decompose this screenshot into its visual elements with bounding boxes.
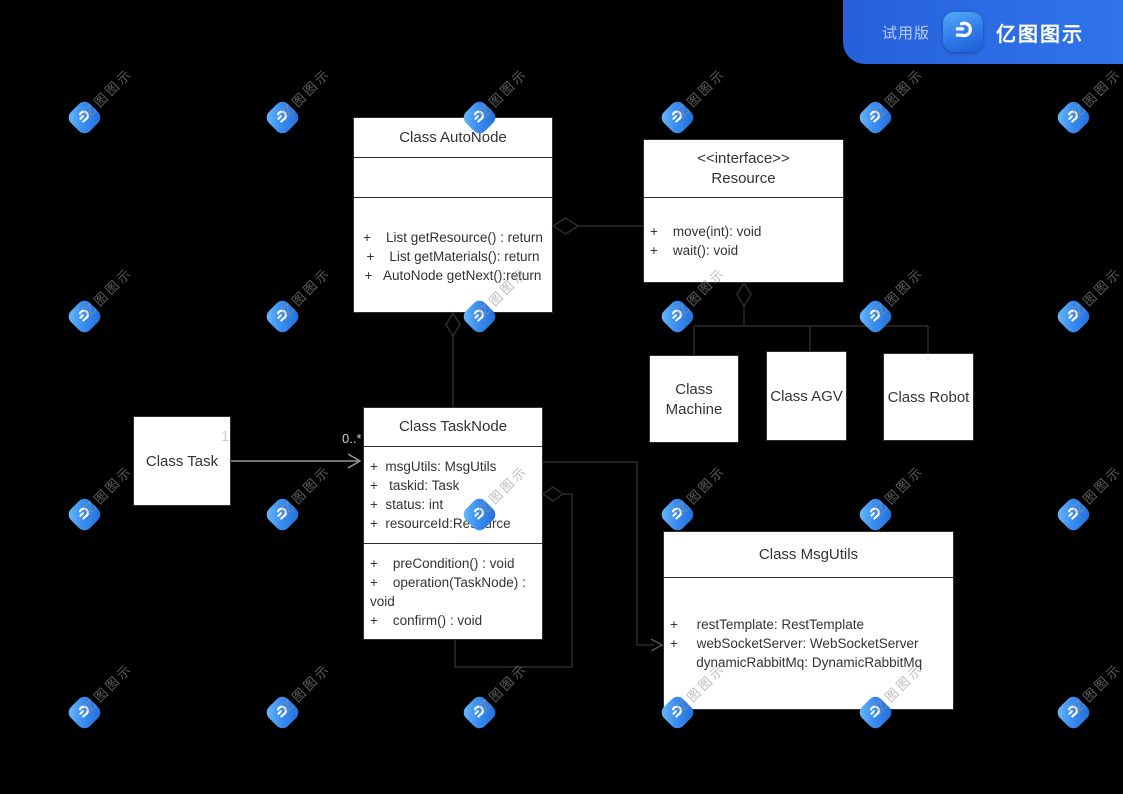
class-name-text: Resource (711, 169, 776, 187)
class-title-compartment: <<interface>> Resource (644, 140, 843, 198)
arrow-into-tasknode[interactable] (347, 453, 362, 469)
class-box-task[interactable]: Class Task (133, 416, 231, 506)
class-name-text: Class (675, 381, 713, 398)
aggregation-diamond-at-autonode-right[interactable] (551, 217, 580, 235)
class-box-agv[interactable]: Class AGV (766, 351, 847, 441)
member-line: + move(int): void (650, 224, 762, 239)
class-name-text: <<interface>> (697, 149, 790, 167)
class-member-compartment: + msgUtils: MsgUtils + taskid: Task + stat… (364, 447, 542, 544)
class-title-compartment: Class Robot (884, 354, 973, 442)
class-box-autonode[interactable]: Class AutoNode+ List getResource() : ret… (353, 117, 553, 313)
class-title-compartment: Class Task (134, 417, 230, 507)
class-member-compartment: + List getResource() : return + List getM… (354, 198, 552, 314)
class-member-compartment: + move(int): void + wait(): void (644, 198, 843, 284)
member-line: + List getResource() : return (363, 229, 543, 245)
class-name-text: Class AGV (770, 388, 843, 405)
aggregation-diamond-at-autonode-bottom[interactable] (445, 311, 461, 338)
trial-version-label: 试用版 (881, 24, 930, 42)
app-brand-name: 亿图图示 (996, 23, 1084, 46)
class-title-compartment: Class MsgUtils (664, 532, 953, 578)
class-member-compartment (354, 158, 552, 198)
class-title-compartment: Class AGV (767, 352, 846, 442)
member-line: + wait(): void (650, 243, 739, 258)
class-box-msgutils[interactable]: Class MsgUtils + restTemplate: RestTempla… (663, 531, 954, 710)
class-name-text: Class Robot (887, 389, 970, 406)
member-line: + msgUtils: MsgUtils (370, 459, 497, 474)
class-member-compartment: + preCondition() : void + operation(TaskN… (364, 544, 542, 639)
member-line: + webSocketServer: WebSocketServer (670, 636, 919, 651)
member-line: dynamicRabbitMq: DynamicRabbitMq (670, 655, 923, 670)
member-line: + AutoNode getNext():return (364, 267, 542, 283)
member-line: + confirm() : void (370, 612, 483, 628)
class-name-text: Machine (665, 401, 723, 418)
trial-banner[interactable]: 试用版 亿图图示 (843, 0, 1123, 64)
arrow-into-msgutils[interactable] (650, 638, 664, 652)
member-line: + taskid: Task (370, 478, 460, 493)
class-name-text: Class Task (145, 453, 219, 470)
class-box-robot[interactable]: Class Robot (883, 353, 974, 441)
class-box-resource[interactable]: <<interface>>Resource+ move(int): void+ … (643, 139, 844, 283)
class-name-text: Class MsgUtils (758, 545, 859, 563)
member-line: + restTemplate: RestTemplate (670, 617, 864, 632)
class-name-text: Class TaskNode (398, 418, 508, 435)
connector-tasknode-self-loop[interactable] (454, 493, 573, 668)
connector-tasknode-to-msgutils[interactable] (543, 461, 654, 646)
class-member-compartment: + restTemplate: RestTemplate + webSocketS… (664, 578, 953, 709)
class-title-compartment: Class TaskNode (364, 408, 542, 447)
member-line: + status: int (370, 497, 444, 512)
member-line: + preCondition() : void (370, 555, 515, 571)
edraw-logo-icon (943, 12, 983, 52)
aggregation-diamond-at-tasknode-right[interactable] (541, 486, 565, 502)
member-line: + List getMaterials(): return (366, 248, 540, 264)
aggregation-diamond-at-resource-bottom[interactable] (736, 281, 752, 308)
member-line: + operation(TaskNode) : void (370, 574, 526, 609)
logo-glyph (955, 21, 972, 38)
class-box-tasknode[interactable]: Class TaskNode + msgUtils: MsgUtils + task… (363, 407, 543, 640)
